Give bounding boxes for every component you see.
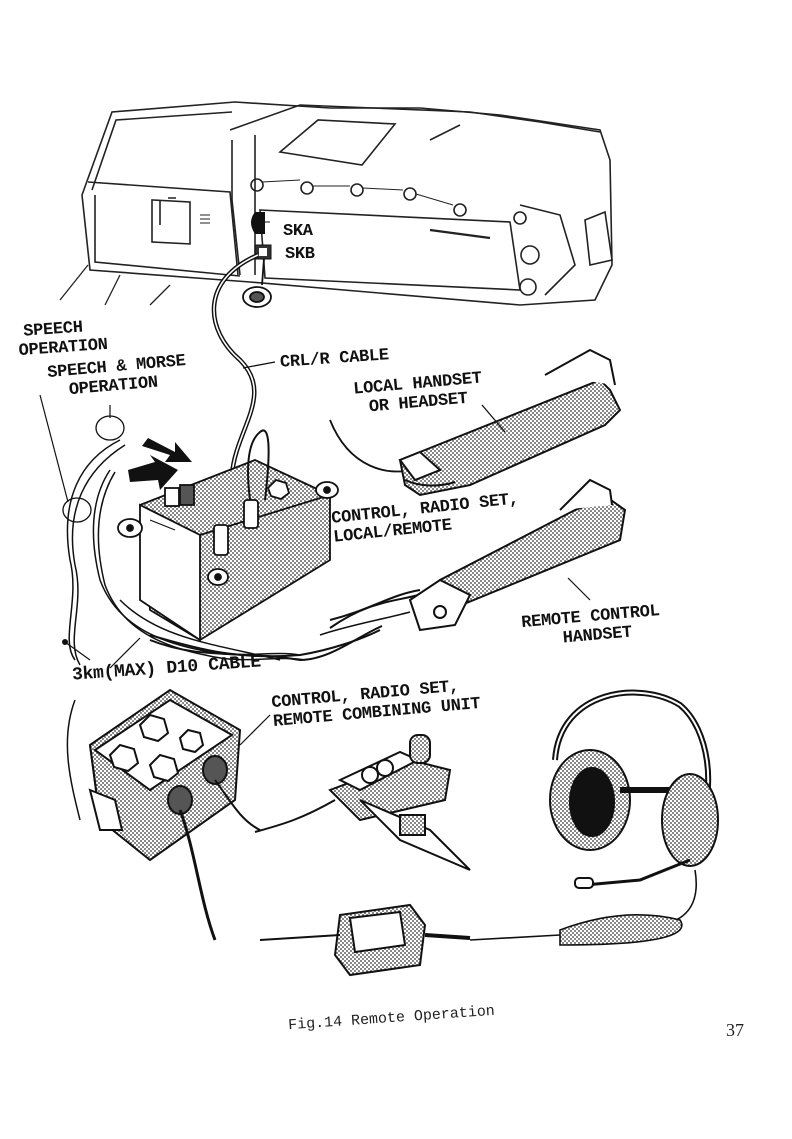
- label-skb: SKB: [285, 245, 315, 264]
- label-speech-operation: SPEECH OPERATION: [17, 317, 109, 361]
- crl-r-leader: [243, 362, 275, 368]
- morse-key: [330, 735, 470, 870]
- page-number: 37: [726, 1020, 744, 1041]
- speech-operation-leader: [40, 395, 68, 502]
- speech-morse-wire-loop: [96, 416, 124, 440]
- control-unit-local-remote: [118, 460, 338, 640]
- speech-wire-loop: [63, 498, 91, 522]
- arrow-speech-morse: [142, 438, 192, 462]
- inline-switch: [335, 905, 470, 975]
- label-ska: SKA: [283, 222, 313, 241]
- socket-ska: [251, 212, 265, 234]
- local-handset: [400, 350, 620, 495]
- local-handset-cord: [330, 420, 410, 472]
- headset: [550, 693, 718, 888]
- radio-set: [60, 102, 612, 305]
- remote-combining-unit: [90, 690, 240, 860]
